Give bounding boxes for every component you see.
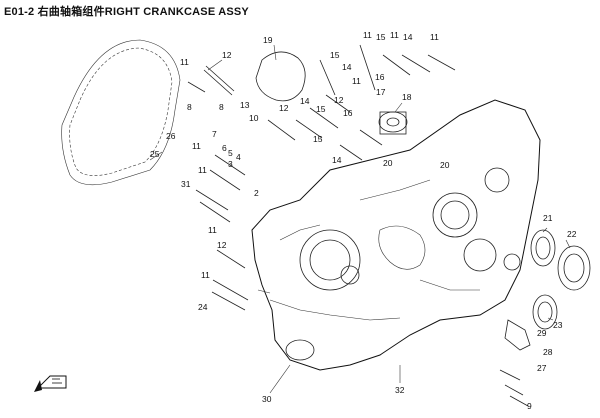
callout-24: 24 xyxy=(198,302,208,312)
bolt-group xyxy=(187,44,456,311)
callout-15: 15 xyxy=(376,32,386,42)
callout-26: 26 xyxy=(166,131,176,141)
callout-13: 13 xyxy=(240,100,250,110)
callout-21: 21 xyxy=(543,213,553,223)
callout-labels: 12 19 11 15 14 11 11 15 14 11 11 16 17 1… xyxy=(150,30,577,411)
callout-31: 31 xyxy=(181,179,191,189)
callout-11: 11 xyxy=(352,76,361,86)
bearing-group xyxy=(530,229,591,330)
callout-8: 8 xyxy=(187,102,192,112)
callout-4: 4 xyxy=(236,152,241,162)
callout-10: 10 xyxy=(249,113,259,123)
callout-22: 22 xyxy=(567,229,577,239)
cover-plate xyxy=(255,51,306,102)
callout-30: 30 xyxy=(262,394,272,404)
callout-15: 15 xyxy=(330,50,340,60)
callout-16: 16 xyxy=(343,108,353,118)
callout-3: 3 xyxy=(228,159,233,169)
callout-14: 14 xyxy=(403,32,413,42)
callout-11: 11 xyxy=(208,225,217,235)
callout-11: 11 xyxy=(201,270,210,280)
bracket-group xyxy=(499,319,531,407)
callout-18: 18 xyxy=(402,92,412,102)
callout-12: 12 xyxy=(217,240,227,250)
leader-lines xyxy=(149,44,571,394)
callout-28: 28 xyxy=(543,347,553,357)
callout-11: 11 xyxy=(363,30,372,40)
callout-5: 5 xyxy=(228,148,233,158)
callout-20: 20 xyxy=(440,160,450,170)
callout-32: 32 xyxy=(395,385,405,395)
callout-12: 12 xyxy=(334,95,344,105)
callout-12: 12 xyxy=(279,103,289,113)
callout-15: 15 xyxy=(313,134,323,144)
callout-15: 15 xyxy=(316,104,326,114)
callout-6: 6 xyxy=(222,143,227,153)
callout-11: 11 xyxy=(192,141,201,151)
crankcase-body xyxy=(251,99,541,371)
callout-16: 16 xyxy=(375,72,385,82)
callout-7: 7 xyxy=(212,129,217,139)
callout-14: 14 xyxy=(332,155,342,165)
callout-20: 20 xyxy=(383,158,393,168)
direction-arrow-icon xyxy=(34,375,67,392)
callout-11: 11 xyxy=(430,32,439,42)
callout-11: 11 xyxy=(180,57,189,67)
callout-12: 12 xyxy=(222,50,232,60)
callout-27: 27 xyxy=(537,363,547,373)
callout-17: 17 xyxy=(376,87,386,97)
callout-25: 25 xyxy=(150,149,160,159)
callout-11: 11 xyxy=(198,165,207,175)
callout-2: 2 xyxy=(254,188,259,198)
callout-14: 14 xyxy=(342,62,352,72)
callout-19: 19 xyxy=(263,35,273,45)
page-title: E01-2 右曲轴箱组件RIGHT CRANKCASE ASSY xyxy=(4,6,249,18)
gasket xyxy=(61,39,181,186)
oil-pump xyxy=(378,111,408,135)
callout-9: 9 xyxy=(527,401,532,411)
callout-29: 29 xyxy=(537,328,547,338)
callout-11: 11 xyxy=(390,30,399,40)
callout-23: 23 xyxy=(553,320,563,330)
callout-8: 8 xyxy=(219,102,224,112)
callout-14: 14 xyxy=(300,96,310,106)
